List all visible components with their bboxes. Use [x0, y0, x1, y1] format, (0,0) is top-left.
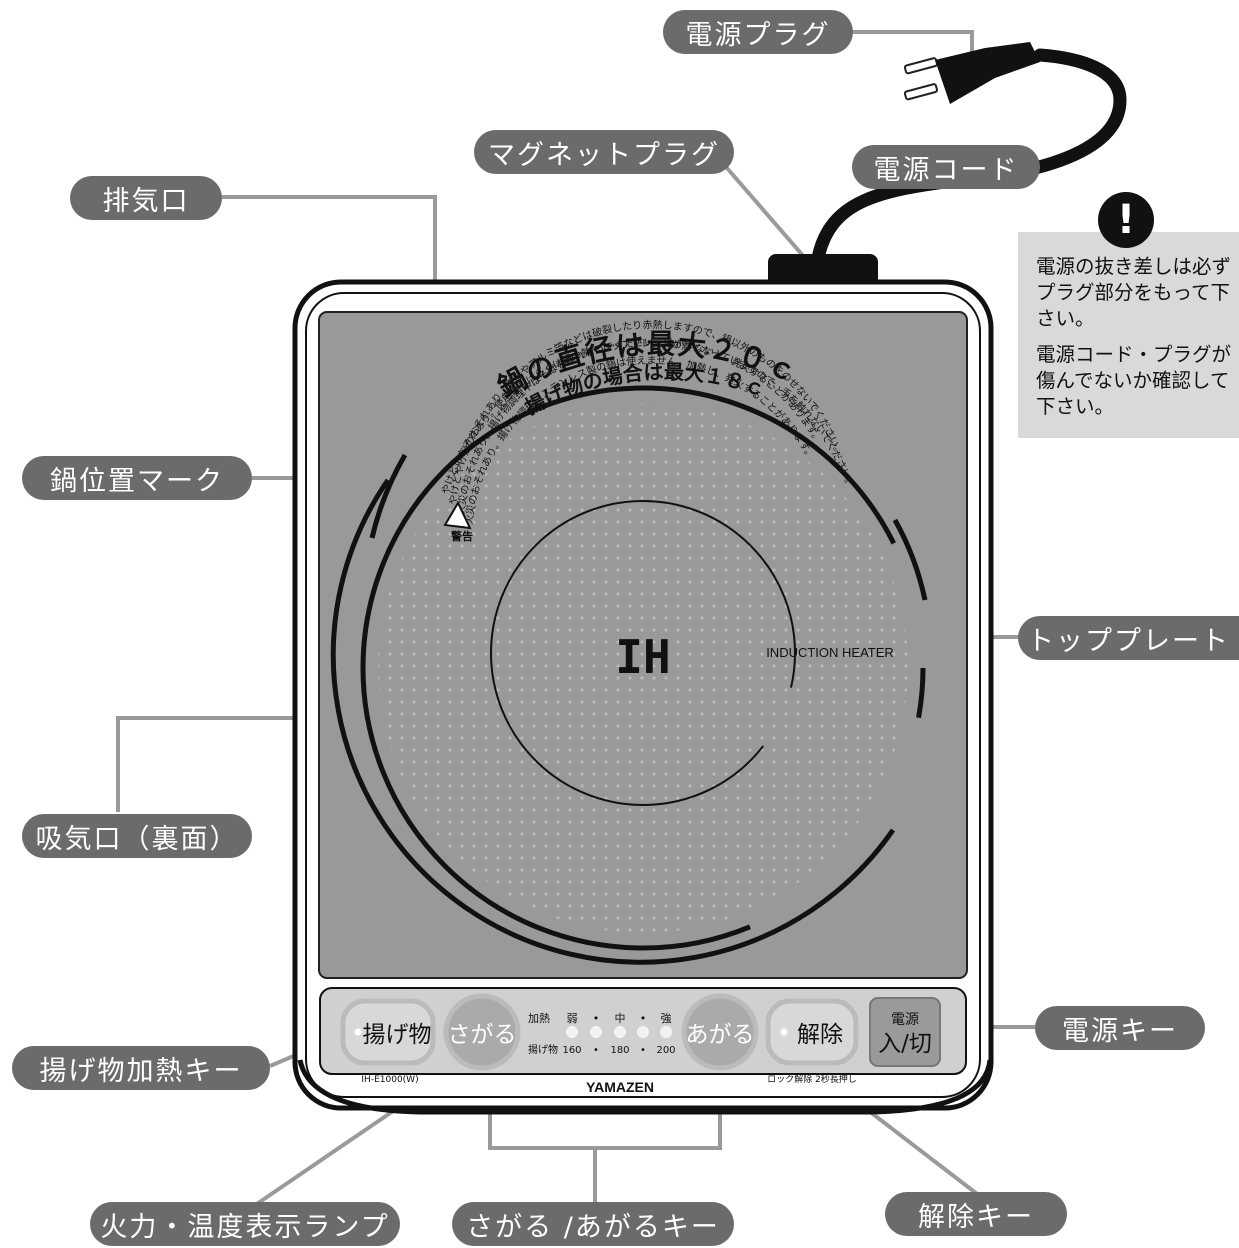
callout-power-key: 電源キー	[1035, 1006, 1205, 1050]
model-number: IH-E1000(W)	[361, 1075, 418, 1085]
lamp	[660, 1026, 672, 1038]
up-button-label: あがる	[686, 1022, 755, 1048]
power-plug-icon	[903, 42, 1040, 104]
callout-magnet-plug: マグネットプラグ	[474, 130, 734, 174]
up-button[interactable]: あがる	[681, 993, 759, 1071]
induction-heater-text: INDUCTION HEATER	[766, 645, 894, 660]
lamp	[590, 1026, 602, 1038]
lamp	[614, 1026, 626, 1038]
callout-pot-mark: 鍋位置マーク	[22, 456, 252, 500]
heat-mid-label: 中	[615, 1012, 626, 1025]
release-button[interactable]: 解除	[765, 998, 859, 1066]
heat-temp-lamps: 加熱 弱 • 中 • 強 揚げ物 160 • 180 • 200	[528, 1012, 676, 1056]
callout-top-plate: トッププレート	[1018, 616, 1239, 660]
callout-power-cord: 電源コード	[852, 145, 1040, 189]
lamp	[566, 1026, 578, 1038]
down-button[interactable]: さがる	[443, 993, 521, 1071]
lamp	[637, 1026, 649, 1038]
power-button[interactable]: 電源 入/切	[869, 997, 941, 1067]
callout-down-up-key: さがる /あがるキー	[452, 1202, 734, 1246]
dot-sep: •	[640, 1012, 647, 1025]
callout-release-key: 解除キー	[885, 1192, 1067, 1236]
caution-label: 警告	[450, 529, 473, 543]
heat-high-label: 強	[661, 1012, 672, 1025]
callout-exhaust: 排気口	[70, 176, 222, 220]
pot-position-mark	[330, 453, 928, 965]
ih-logo: IH	[615, 630, 670, 684]
caution-triangle-icon: 警告	[443, 500, 473, 543]
warning-line-1: 電源の抜き差しは必ずプラグ部分をもって下さい。	[1036, 255, 1232, 330]
brand-logo: YAMAZEN	[586, 1079, 654, 1095]
warning-line-2: 電源コード・プラグが傷んでないか確認して下さい。	[1036, 343, 1232, 418]
fry-button[interactable]: 揚げ物	[340, 998, 436, 1066]
power-button-main-label: 入/切	[878, 1031, 932, 1057]
dot-sep: •	[593, 1045, 599, 1056]
dot-sep: •	[640, 1045, 646, 1056]
power-cord	[811, 48, 1127, 265]
warning-box: 電源の抜き差しは必ずプラグ部分をもって下さい。 電源コード・プラグが傷んでないか…	[1018, 232, 1239, 438]
fry-button-label: 揚げ物	[363, 1022, 432, 1048]
callout-fry-key: 揚げ物加熱キー	[12, 1046, 270, 1090]
exclamation-icon: !	[1098, 192, 1154, 248]
power-button-top-label: 電源	[891, 1012, 919, 1028]
temp-180-label: 180	[610, 1045, 629, 1056]
lock-release-note: ロック解除 2秒長押し	[767, 1073, 857, 1085]
fry-temp-label: 揚げ物	[528, 1043, 558, 1056]
temp-160-label: 160	[562, 1045, 581, 1056]
top-plate	[318, 311, 968, 979]
dot-sep: •	[593, 1012, 600, 1025]
down-button-label: さがる	[448, 1022, 517, 1048]
callout-power-plug: 電源プラグ	[663, 10, 853, 54]
heat-label: 加熱	[528, 1012, 550, 1025]
heat-low-label: 弱	[567, 1012, 578, 1025]
callout-lamp: 火力・温度表示ランプ	[90, 1202, 400, 1246]
callout-intake: 吸気口（裏面）	[22, 814, 252, 858]
temp-200-label: 200	[656, 1045, 675, 1056]
release-button-label: 解除	[797, 1022, 843, 1048]
